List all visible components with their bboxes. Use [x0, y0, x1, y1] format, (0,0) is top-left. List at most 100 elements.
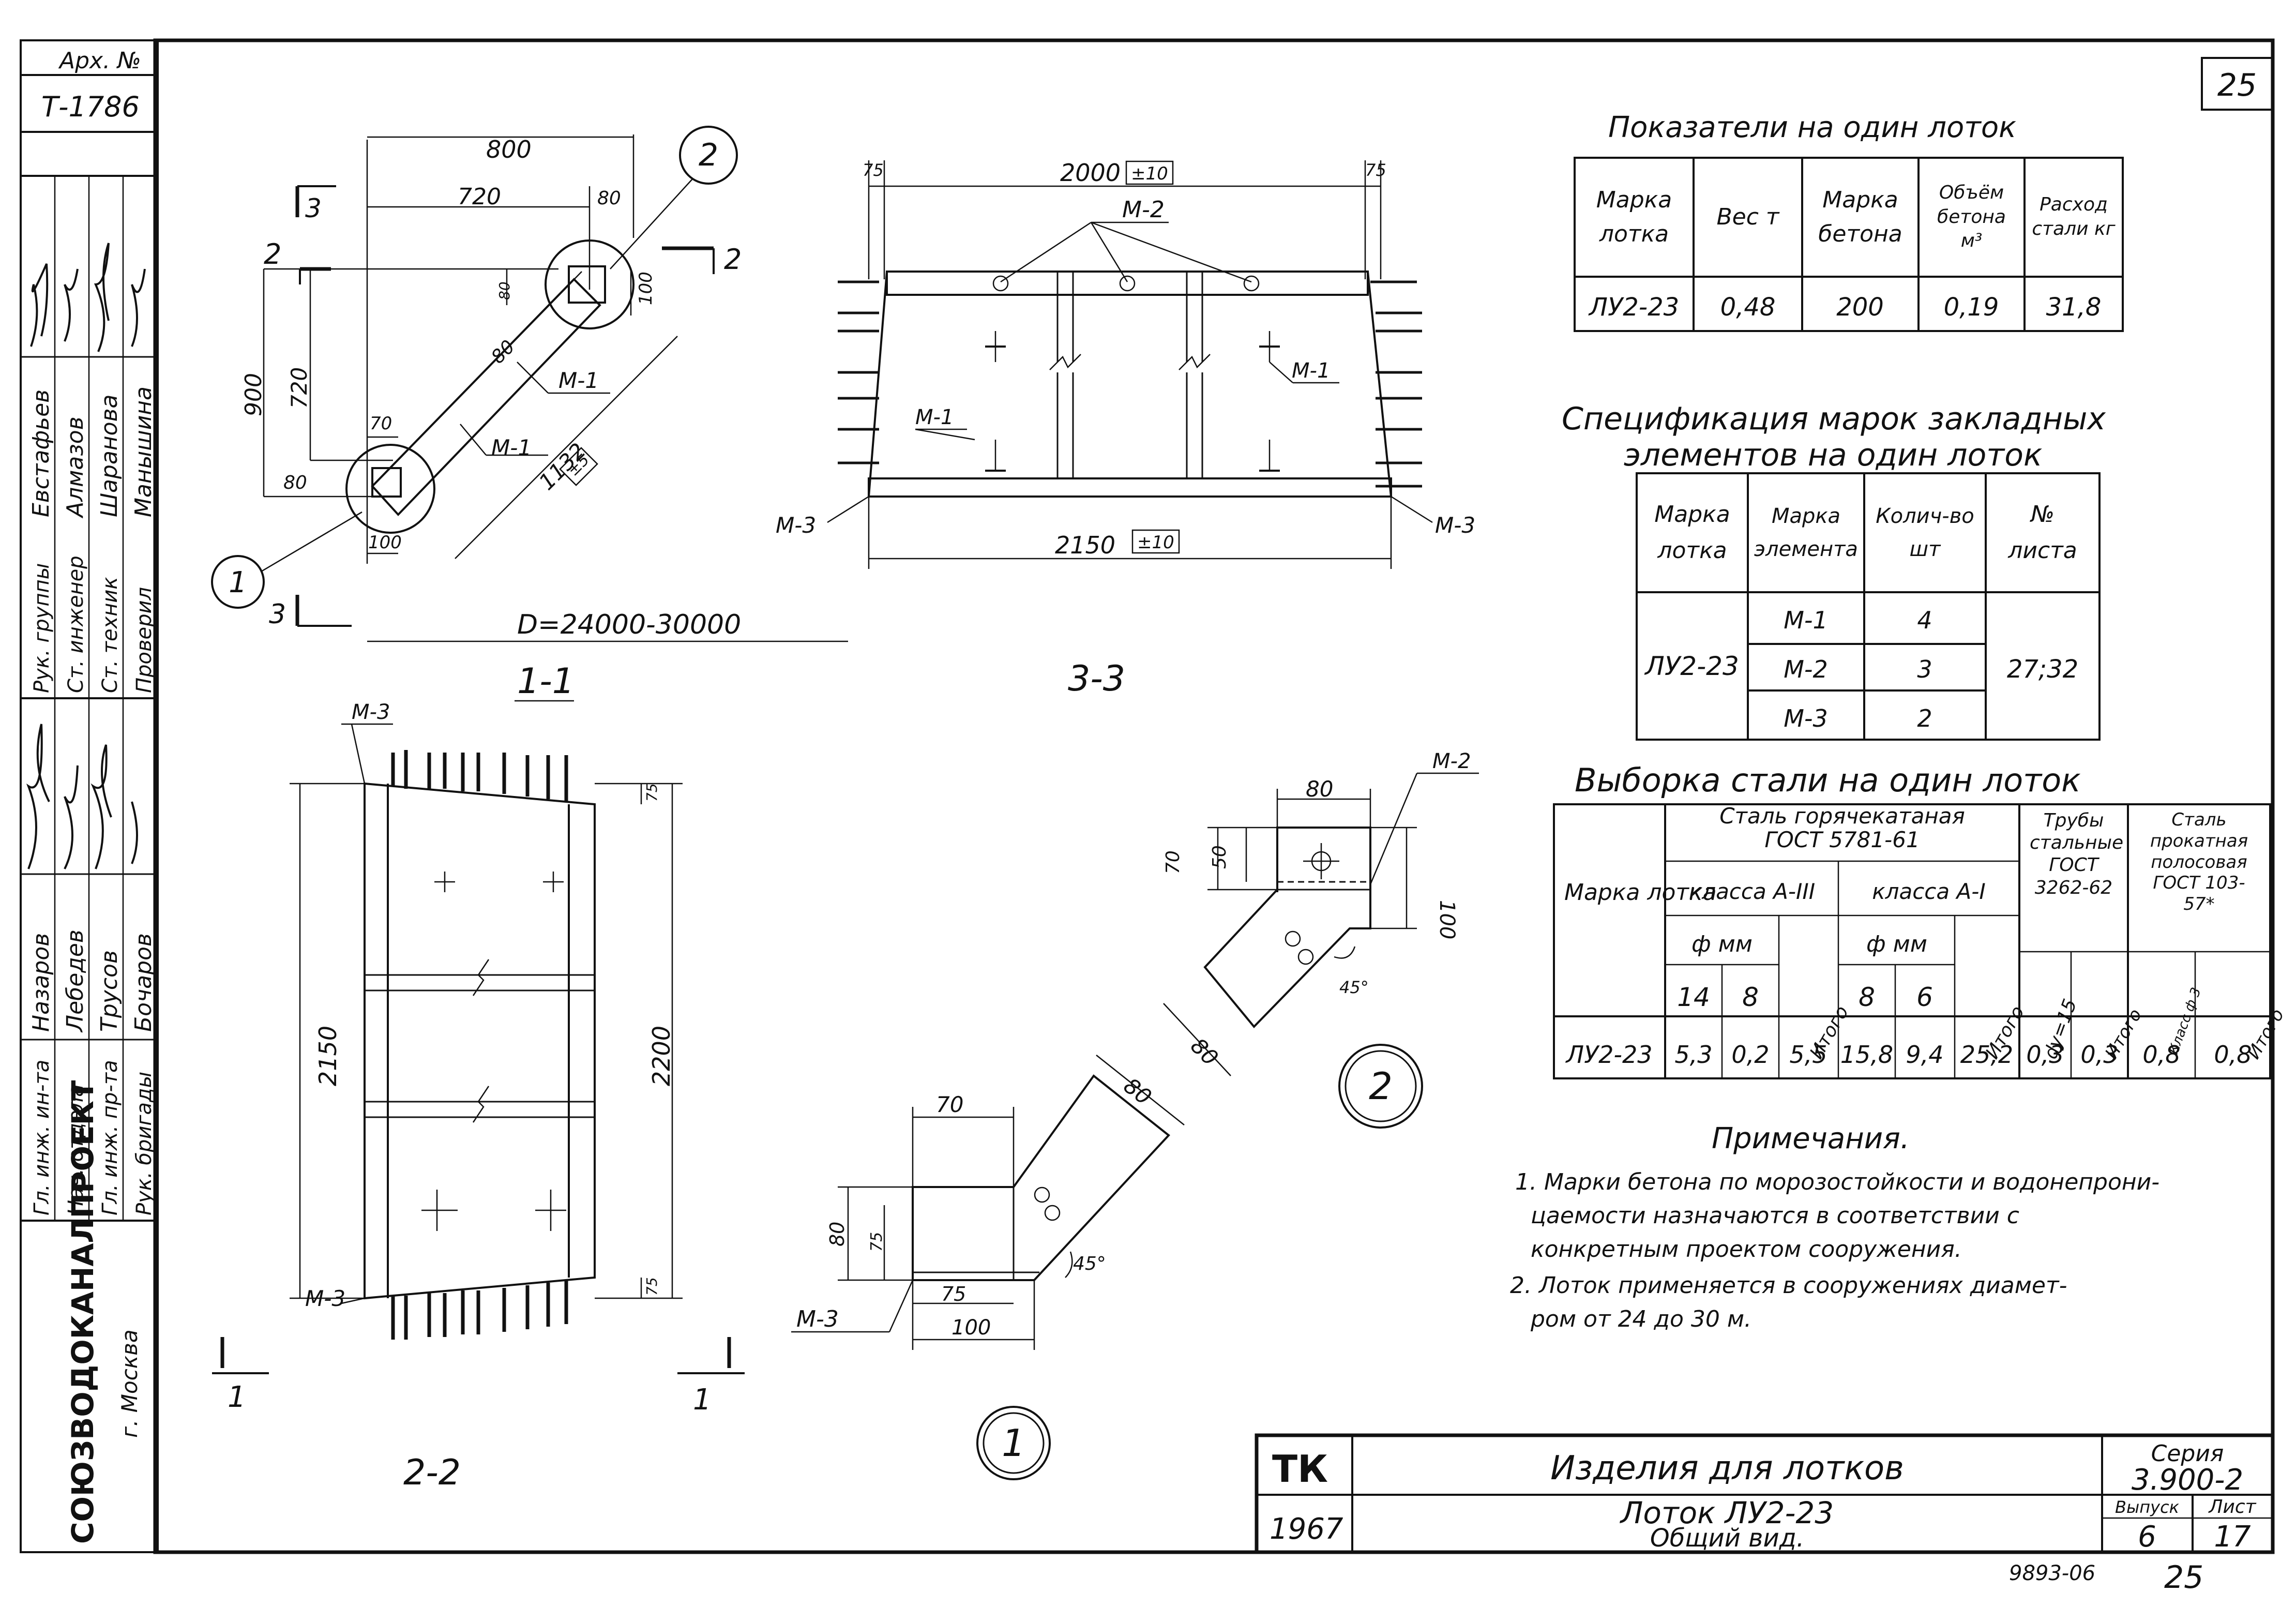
header-cell: Марка лотка	[1596, 187, 1672, 247]
dim-text: 100	[1435, 900, 1459, 939]
rebar-point	[1044, 1205, 1061, 1221]
leader	[261, 511, 362, 573]
header-cell: Трубы стальные ГОСТ 3262-62	[2030, 810, 2124, 898]
dim-text: 720	[286, 367, 312, 409]
table-steel: Выборка стали на один лоток Марка лотка …	[1553, 761, 2288, 1079]
header-cell: ф мм	[1866, 931, 1927, 957]
cell: 0,19	[1944, 293, 1999, 322]
cell: 5,5	[1789, 1041, 1827, 1069]
staff-role: Гл. инж. пр-та	[98, 1060, 122, 1215]
table-title: элементов на один лоток	[1624, 437, 2042, 473]
cell: 0,3	[2080, 1041, 2118, 1069]
dim-text: 75	[643, 1277, 660, 1296]
bottom-code: 9893-06	[2009, 1561, 2095, 1585]
notes-body: 1. Марки бетона по морозостойкости и вод…	[1510, 1169, 2159, 1332]
dim-text: 100	[368, 532, 402, 553]
table-indicators: Показатели на один лоток Марка лотка Вес…	[1574, 111, 2124, 332]
archive-label: Арх. №	[58, 48, 141, 74]
dim-line	[1096, 1055, 1185, 1125]
detail-2: 80 70 50 100 80 45° М-2 2	[1162, 749, 1479, 1129]
callout-2	[679, 126, 738, 185]
m2-hole	[992, 275, 1009, 292]
dim-text: 70	[1162, 850, 1184, 874]
cell: 15,8	[1840, 1041, 1893, 1069]
rebar-point	[1297, 949, 1314, 965]
sheet-subtitle: Лоток ЛУ2-23	[1620, 1495, 1834, 1530]
section-2-2: 2150 2200 75 75 М-3 М-3 1 1 2-2	[212, 700, 745, 1493]
cell: 8	[1742, 982, 1759, 1012]
rebar-ends	[838, 280, 1422, 488]
dim-text: 2000	[1060, 159, 1121, 187]
detail-1: 70 80 80 75 75 100 45° М-3 1	[791, 1055, 1185, 1480]
cell: 5,3	[1674, 1041, 1712, 1069]
dim-line	[1163, 1003, 1231, 1076]
staff-names-2: Евстафьев Алмазов Шаранова Манышина	[28, 386, 157, 519]
dim-text: 80	[826, 1222, 849, 1246]
leader	[915, 428, 975, 441]
leader	[1000, 221, 1092, 283]
callout-text: 2	[699, 137, 718, 173]
embedded-m3	[371, 467, 402, 498]
table-title: Спецификация марок закладных	[1562, 401, 2106, 437]
tk-label: ТК	[1272, 1447, 1328, 1491]
dim-text: 100	[636, 272, 656, 305]
dim-text: 50	[1209, 845, 1230, 869]
rebar-top	[391, 750, 568, 802]
dim-text: 80	[283, 472, 307, 493]
sheet-value: 17	[2214, 1520, 2251, 1554]
leader	[1391, 495, 1433, 523]
detail-circle-2	[545, 239, 635, 329]
staff-role: Проверил	[132, 587, 156, 693]
tray-outline	[867, 271, 1393, 498]
issue-value: 6	[2138, 1520, 2156, 1554]
cell: 0,8	[2142, 1041, 2180, 1069]
note-line: конкретным проектом сооружения.	[1531, 1236, 1962, 1263]
m3-label: М-3	[305, 1286, 345, 1311]
header-cell: Сталь прокатная полосовая ГОСТ 103-57*	[2150, 809, 2248, 915]
note-line: 1. Марки бетона по морозостойкости и вод…	[1515, 1169, 2159, 1195]
tol-box	[1131, 529, 1180, 554]
m2-hole	[1243, 275, 1260, 292]
dim-text: 75	[643, 783, 660, 802]
tray-plan	[364, 782, 596, 1300]
cell: 2	[1917, 704, 1932, 732]
leader	[1269, 362, 1293, 383]
dim-text: 100	[951, 1316, 991, 1340]
dim-text: 75	[863, 160, 884, 180]
dim-text: 720	[458, 184, 501, 210]
staff-role: Нач. отдела	[64, 1084, 88, 1215]
table-title: Выборка стали на один лоток	[1575, 761, 2081, 799]
cell: 0,2	[1731, 1041, 1769, 1069]
staff-name: Бочаров	[130, 933, 157, 1032]
staff-roles-2: Рук. группы Ст. инженер Ст. техник Прове…	[30, 555, 156, 693]
sheet-title: Изделия для лотков	[1550, 1449, 1904, 1488]
cell: М-3	[1784, 704, 1828, 732]
cell: 4	[1917, 606, 1932, 634]
table-spec: Спецификация марок закладных элементов н…	[1562, 401, 2106, 741]
cell: 0,8	[2214, 1041, 2252, 1069]
series-value: 3.900-2	[2132, 1463, 2243, 1497]
rebar-bottom	[391, 1280, 568, 1340]
detail-callout-inner	[1345, 1050, 1417, 1122]
staff-name: Евстафьев	[28, 389, 54, 517]
leader	[351, 724, 366, 784]
header-cell: № листа	[2008, 501, 2077, 564]
cell: ЛУ2-23	[1565, 1041, 1652, 1069]
tol-text: ±10	[1131, 163, 1168, 184]
rebar-point	[1034, 1187, 1050, 1203]
header-cell: класса А-I	[1872, 879, 1986, 904]
header-hot: Сталь горячекатаная ГОСТ 5781-61	[1719, 804, 1965, 852]
staff-names-1: Назаров Лебедев Трусов Бочаров	[28, 929, 157, 1033]
callout-text: 2	[1369, 1064, 1393, 1108]
dim-text: 800	[486, 136, 532, 163]
callout-text: 1	[1002, 1421, 1025, 1465]
bottom-beam	[868, 477, 1392, 498]
title-block: ТК 1967 Изделия для лотков Лоток ЛУ2-23 …	[1255, 1433, 2275, 1554]
issue-label: Выпуск	[2115, 1497, 2180, 1517]
org-city: г. Москва	[117, 1329, 142, 1438]
embedded-m2	[568, 265, 606, 304]
signatures	[26, 243, 146, 869]
dim-text: 75	[1365, 160, 1386, 180]
cut-label: 3	[305, 193, 322, 223]
top-beam	[886, 271, 1369, 296]
